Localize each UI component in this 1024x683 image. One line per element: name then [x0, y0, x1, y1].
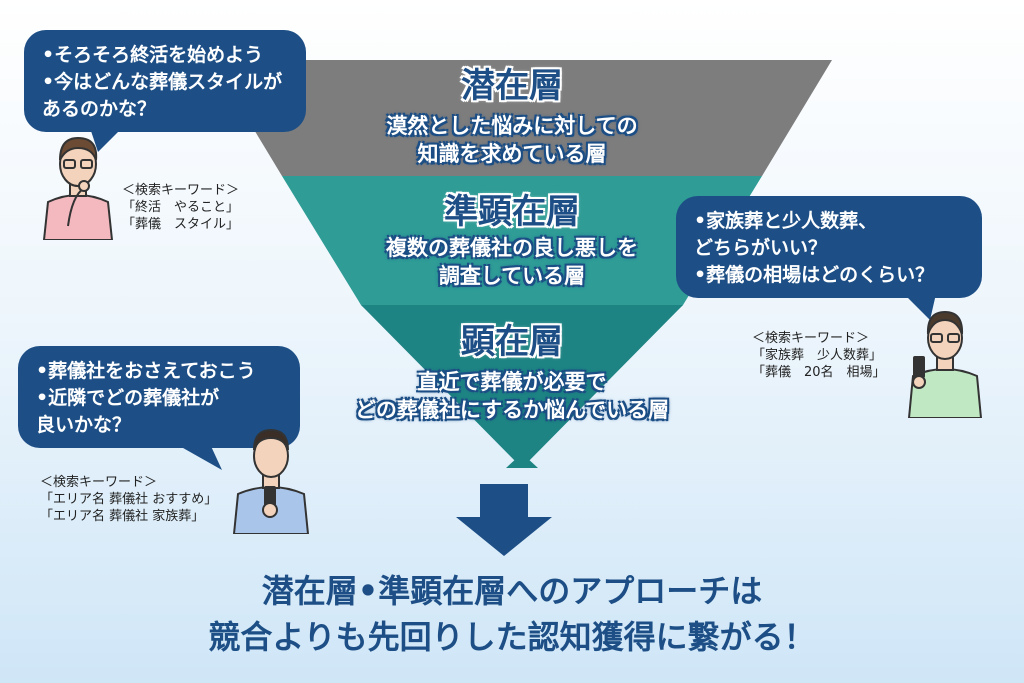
funnel-layer-semi-apparent — [282, 176, 762, 305]
keywords-label: ＜検索キーワード＞ — [752, 331, 870, 346]
keywords-label: ＜検索キーワード＞ — [122, 183, 240, 198]
layer-desc-semi-apparent: 複数の葬儀社の良し悪しを 調査している層 — [0, 234, 1024, 290]
person-thinking-icon — [42, 136, 114, 240]
bubble-line: •近隣でどの葬儀社が — [36, 387, 220, 409]
speech-bubble-latent: •そろそろ終活を始めよう •今はどんな葬儀スタイルが あるのかな？ — [24, 30, 306, 132]
keyword-item: 「家族葬 少人数葬」 — [752, 348, 883, 363]
speech-bubble-apparent: •葬儀社をおさえておこう •近隣でどの葬儀社が 良いかな？ — [18, 346, 300, 448]
speech-bubble-tail — [904, 294, 936, 320]
speech-bubble-semi-apparent: •家族葬と少人数葬、 どちらがいい？ •葬儀の相場はどのくらい？ — [676, 196, 982, 298]
layer-title-apparent: 顕在層 — [461, 322, 563, 362]
search-keywords-apparent: ＜検索キーワード＞ 「エリア名 葬儀社 おすすめ」 「エリア名 葬儀社 家族葬」 — [40, 474, 217, 525]
bubble-line: どちらがいい？ — [694, 237, 828, 259]
keyword-item: 「エリア名 葬儀社 おすすめ」 — [40, 492, 218, 507]
bubble-line: •そろそろ終活を始めよう — [42, 44, 264, 66]
layer-desc-line: 調査している層 — [438, 264, 586, 288]
bubble-line: •家族葬と少人数葬、 — [694, 210, 878, 232]
keyword-item: 「葬儀 スタイル」 — [122, 217, 240, 232]
conclusion-line: 競合よりも先回りした認知獲得に繋がる！ — [208, 618, 816, 656]
layer-desc-line: 複数の葬儀社の良し悪しを — [386, 236, 638, 260]
layer-desc-line: 知識を求めている層 — [417, 142, 607, 166]
layer-title-latent: 潜在層 — [461, 66, 563, 106]
layer-desc-line: どの葬儀社にするか悩んでいる層 — [354, 398, 670, 422]
search-keywords-semi-apparent: ＜検索キーワード＞ 「家族葬 少人数葬」 「葬儀 20名 相場」 — [752, 330, 886, 381]
layer-desc-apparent: 直近で葬儀が必要で どの葬儀社にするか悩んでいる層 — [0, 368, 1024, 424]
funnel-layer-apparent-tip — [361, 305, 683, 468]
layer-desc-line: 漠然とした悩みに対しての — [386, 114, 638, 138]
search-keywords-latent: ＜検索キーワード＞ 「終活 やること」 「葬儀 スタイル」 — [122, 182, 239, 233]
bubble-line: •葬儀社をおさえておこう — [36, 360, 256, 382]
layer-desc-line: 直近で葬儀が必要で — [417, 370, 607, 394]
speech-bubble-tail — [90, 128, 122, 152]
down-arrow-icon — [456, 484, 552, 556]
layer-desc-latent: 漠然とした悩みに対しての 知識を求めている層 — [0, 112, 1024, 168]
funnel-layer-latent — [212, 60, 832, 176]
speech-bubble-tail — [176, 444, 222, 470]
bubble-line: •葬儀の相場はどのくらい？ — [694, 264, 935, 286]
person-with-phone-icon — [907, 310, 983, 418]
layer-title-semi-apparent: 準顕在層 — [444, 192, 580, 232]
bubble-line: あるのかな？ — [42, 98, 157, 120]
keywords-label: ＜検索キーワード＞ — [40, 475, 158, 490]
conclusion-text: 潜在層•準顕在層へのアプローチは 競合よりも先回りした認知獲得に繋がる！ — [0, 568, 1024, 660]
keyword-item: 「エリア名 葬儀社 家族葬」 — [40, 509, 205, 524]
bubble-line: 良いかな？ — [36, 414, 132, 436]
bubble-line: •今はどんな葬儀スタイルが — [42, 71, 283, 93]
person-with-phone-icon — [232, 428, 310, 534]
keyword-item: 「終活 やること」 — [122, 200, 240, 215]
keyword-item: 「葬儀 20名 相場」 — [752, 365, 886, 380]
conclusion-line: 潜在層•準顕在層へのアプローチは — [261, 572, 763, 610]
